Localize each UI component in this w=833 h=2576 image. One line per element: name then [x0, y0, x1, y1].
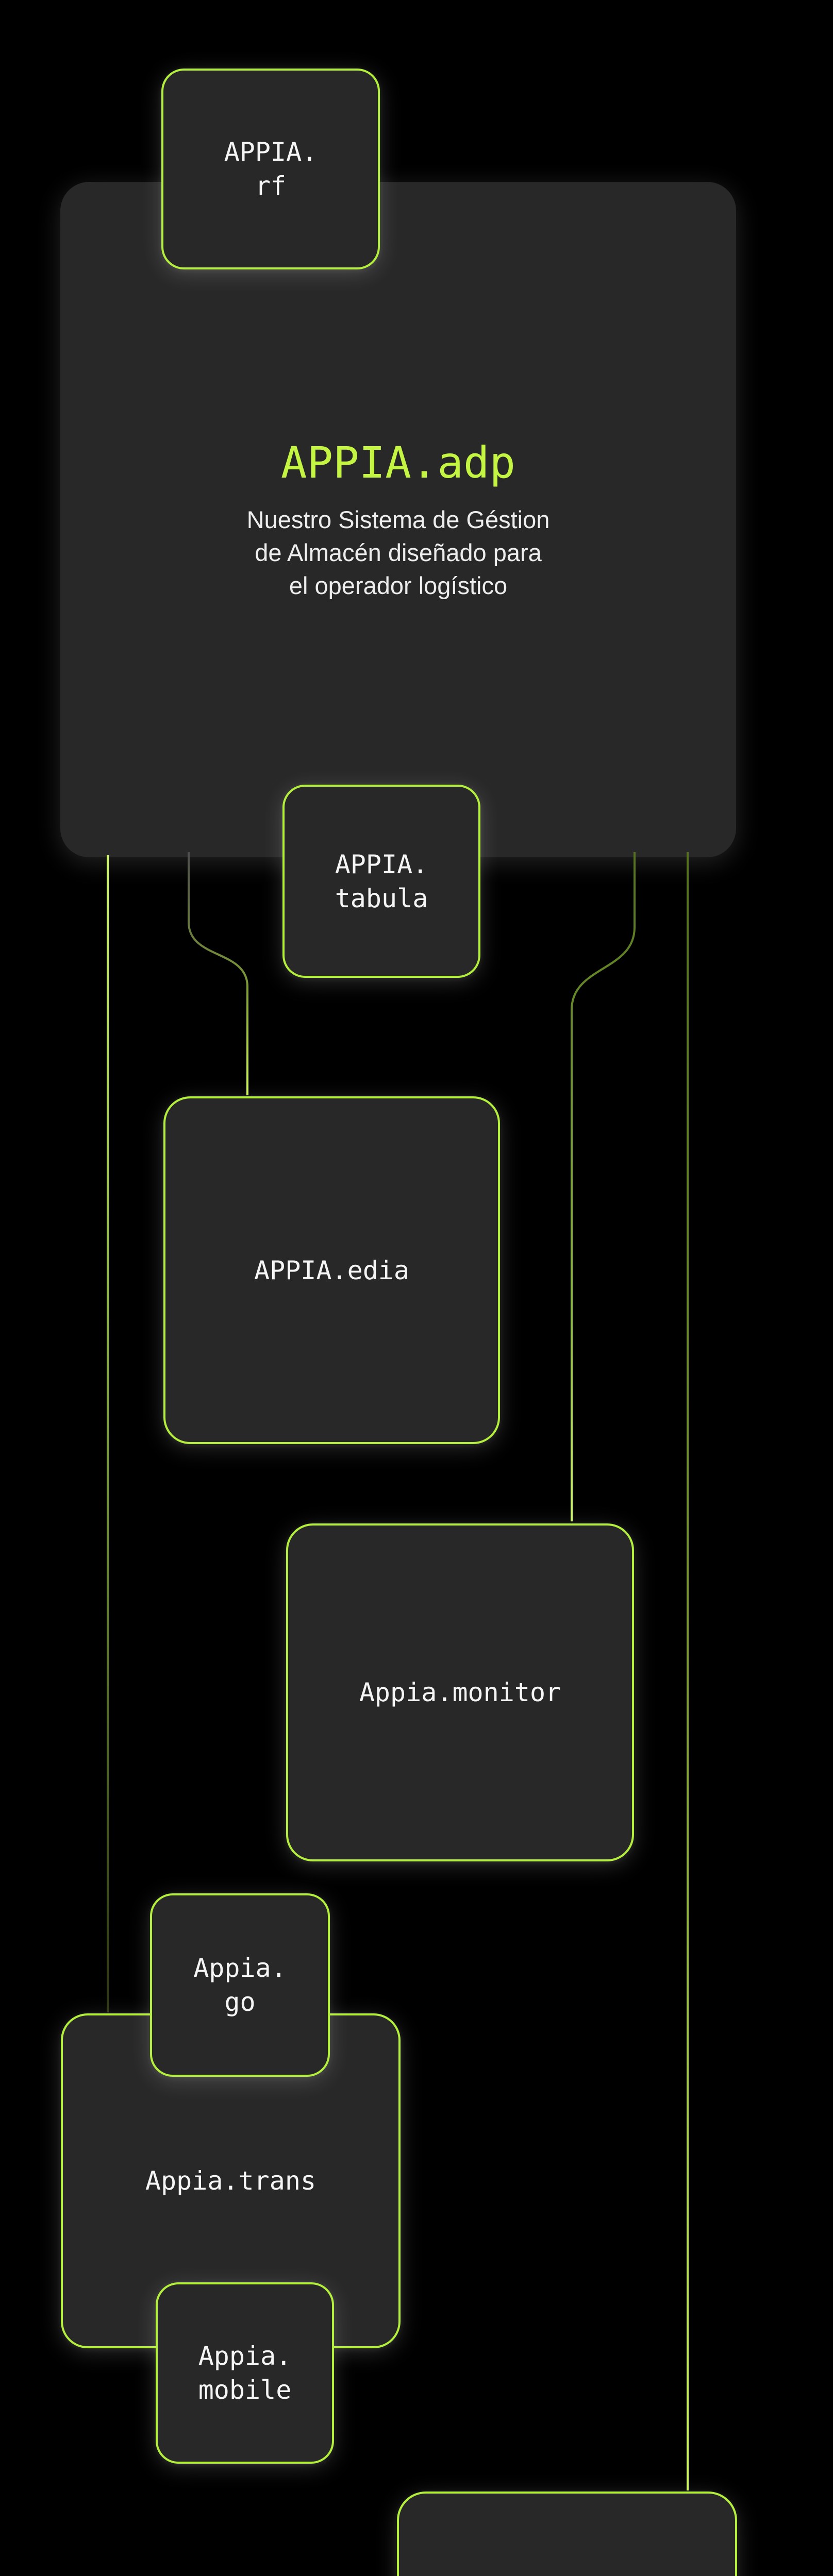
connector-adp-to-edia: [188, 852, 248, 1095]
node-appia-monitor[interactable]: Appia.monitor: [286, 1523, 634, 1861]
node-appia-edia[interactable]: APPIA.edia: [163, 1096, 500, 1444]
node-hardware[interactable]: Hardware: [397, 2492, 737, 2576]
connector-adp-to-monitor: [571, 852, 636, 1521]
node-label: APPIA. tabula: [335, 849, 428, 913]
node-label: Appia. mobile: [198, 2341, 292, 2405]
hero-card-appia-adp: APPIA.adp Nuestro Sistema de Géstion de …: [60, 182, 736, 857]
hero-subtitle: Nuestro Sistema de Géstion de Almacén di…: [246, 505, 550, 599]
node-appia-mobile[interactable]: Appia. mobile: [156, 2282, 334, 2464]
node-label: Appia.trans: [145, 2166, 316, 2196]
node-label: Appia. go: [193, 1953, 287, 2017]
node-label: APPIA.edia: [254, 1255, 410, 1285]
node-appia-rf[interactable]: APPIA. rf: [161, 69, 380, 269]
node-label: Appia.monitor: [359, 1677, 561, 1707]
node-label: APPIA. rf: [224, 137, 318, 201]
hero-title: APPIA.adp: [280, 437, 516, 488]
node-appia-tabula[interactable]: APPIA. tabula: [282, 785, 480, 978]
node-appia-go[interactable]: Appia. go: [150, 1893, 330, 2077]
